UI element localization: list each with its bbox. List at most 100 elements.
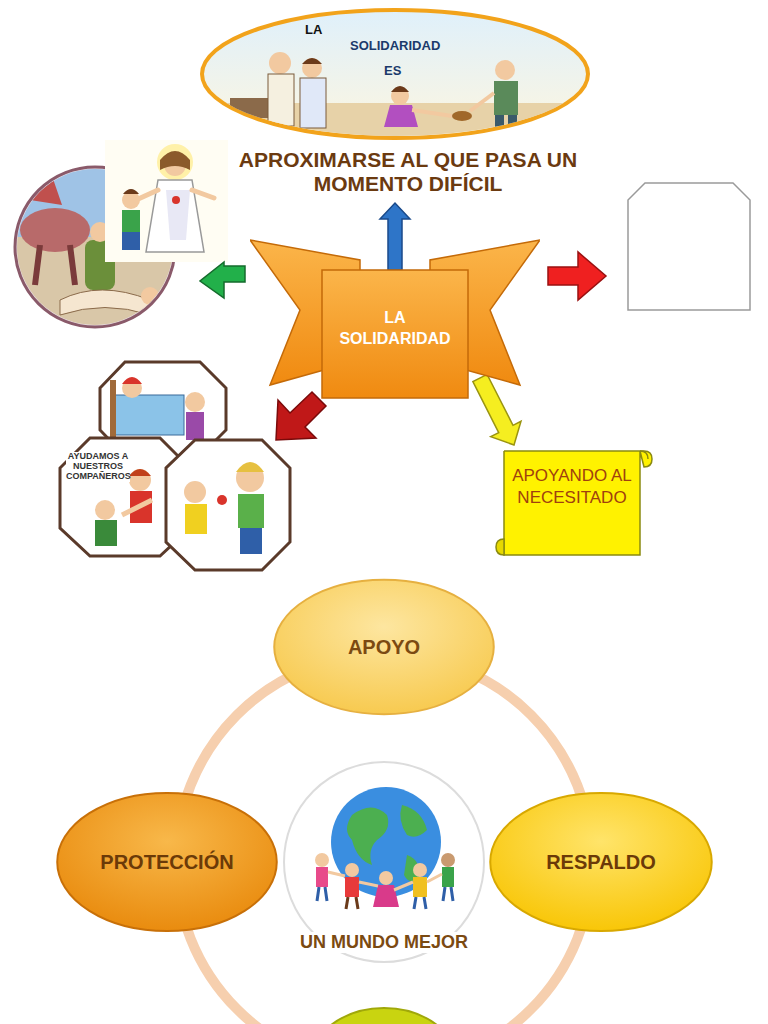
- ellipse-text: APOYO: [348, 636, 420, 659]
- drawing-part: [172, 196, 180, 204]
- drawing-part: [331, 787, 441, 897]
- drawing-part: [302, 58, 322, 64]
- drawing-part: [379, 871, 393, 885]
- drawing-part: [238, 494, 264, 528]
- drawing-part: [160, 151, 190, 170]
- drawing-part: [391, 87, 409, 105]
- drawing-part: [345, 877, 359, 897]
- drawing-part: [166, 190, 190, 240]
- drawing-part: [274, 580, 494, 714]
- jesus-picture: [105, 140, 228, 262]
- drawing-part: [391, 86, 409, 92]
- drawing-part: [495, 60, 515, 80]
- drawing-part: [192, 190, 214, 198]
- oval-text: SOLIDARIDAD: [350, 38, 440, 53]
- drawing-part: [640, 451, 648, 459]
- darkred-arrow: [276, 392, 326, 440]
- ribbon-banner: LA SOLIDARIDAD: [250, 238, 540, 400]
- drawing-part: [35, 245, 75, 285]
- picture-caption: AYUDAMOS A NUESTROS COMPAÑEROS: [66, 452, 130, 482]
- arc-heading: APROXIMARSE AL QUE PASA UN MOMENTO DIFÍC…: [230, 148, 586, 196]
- drawing-part: [60, 290, 150, 315]
- drawing-part: [345, 863, 359, 877]
- drawing-part: [185, 392, 205, 412]
- bottom-ellipse: [306, 1008, 462, 1024]
- drawing-part: [284, 762, 484, 962]
- drawing-part: [141, 287, 159, 305]
- drawing-part: [122, 232, 140, 250]
- drawing-part: [269, 52, 291, 74]
- drawing-part: [122, 500, 152, 515]
- drawing-part: [95, 500, 115, 520]
- drawing-part: [495, 115, 504, 137]
- drawing-part: [122, 378, 142, 398]
- drawing-part: [112, 395, 184, 435]
- drawing-part: [30, 170, 62, 205]
- drawing-part: [315, 853, 329, 867]
- world-text: UN MUNDO MEJOR: [286, 932, 482, 953]
- ellipse-text: PROTECCIÓN: [100, 851, 233, 874]
- drawing-part: [442, 867, 454, 887]
- drawing-part: [240, 528, 262, 554]
- red-arrow: [548, 252, 606, 300]
- drawing-part: [122, 377, 142, 384]
- drawing-part: [129, 469, 151, 491]
- green-arrow: [200, 262, 245, 298]
- drawing-part: [470, 93, 494, 111]
- drawing-part: [412, 110, 452, 116]
- oval-text: LA: [305, 22, 322, 37]
- drawing-part: [217, 495, 227, 505]
- drawing-part: [123, 189, 139, 194]
- drawing-part: [300, 78, 326, 128]
- drawing-part: [496, 539, 504, 555]
- drawing-part: [508, 115, 517, 137]
- children-pictures: [60, 362, 290, 570]
- drawing-part: [200, 52, 590, 143]
- scroll-text: APOYANDO AL NECESITADO: [508, 465, 636, 509]
- cycle-ellipse: PROTECCIÓN: [55, 790, 279, 934]
- block-arrow: [380, 203, 410, 270]
- drawing-part: [105, 140, 228, 262]
- title-oval: LA SOLIDARIDAD ES APROXIMARSE AL QUE PASA U…: [200, 8, 590, 203]
- drawing-part: [317, 887, 327, 901]
- drawing-part: [490, 793, 711, 931]
- drawing-part: [302, 58, 322, 78]
- drawing-part: [129, 469, 151, 476]
- banner-text: LA SOLIDARIDAD: [332, 308, 458, 350]
- drawing-part: [346, 897, 358, 909]
- drawing-part: [347, 808, 388, 866]
- drawing-part: [185, 504, 207, 534]
- drawing-part: [110, 380, 116, 440]
- drawing-part: [184, 481, 206, 503]
- cycle-ellipse: APOYO: [272, 577, 496, 717]
- ellipse-text: RESPALDO: [546, 851, 656, 874]
- drawing-part: [315, 853, 455, 909]
- drawing-part: [236, 462, 264, 472]
- drawing-part: [157, 144, 193, 180]
- drawing-part: [186, 412, 204, 440]
- scroll-box: APOYANDO AL NECESITADO: [492, 443, 654, 563]
- drawing-part: [328, 872, 442, 890]
- block-arrow: [473, 374, 521, 445]
- empty-box: [628, 183, 750, 310]
- drawing-part: [122, 210, 140, 232]
- drawing-part: [443, 887, 453, 901]
- drawing-part: [202, 10, 588, 138]
- drawing-part: [166, 440, 290, 570]
- cycle-ellipse: RESPALDO: [488, 790, 714, 934]
- drawing-part: [20, 208, 90, 252]
- drawing-part: [414, 897, 426, 909]
- drawing-part: [452, 111, 472, 121]
- drawing-part: [95, 520, 117, 546]
- drawing-part: [316, 867, 328, 887]
- drawing-part: [322, 270, 468, 398]
- oval-text: ES: [384, 63, 401, 78]
- drawing-part: [441, 853, 455, 867]
- drawing-part: [400, 805, 427, 837]
- drawing-part: [413, 863, 427, 877]
- drawing-part: [504, 451, 652, 555]
- drawing-part: [268, 74, 294, 126]
- drawing-part: [413, 877, 427, 897]
- drawing-part: [57, 793, 277, 931]
